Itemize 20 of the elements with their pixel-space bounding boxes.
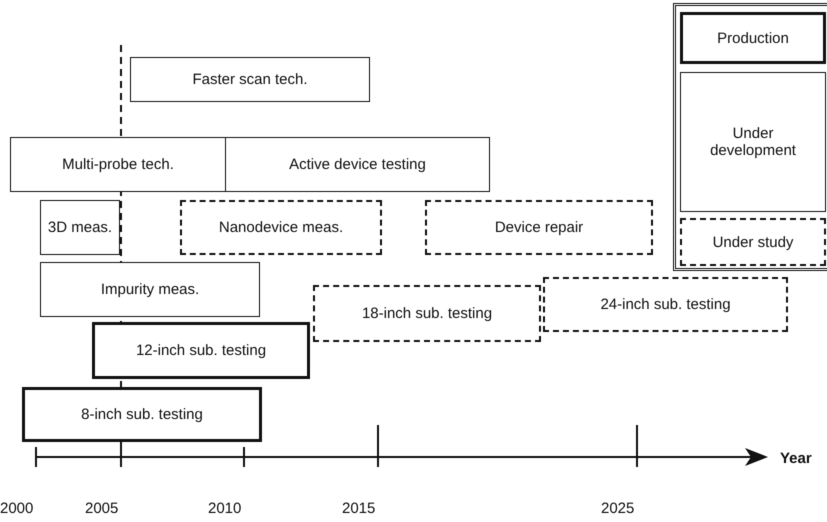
roadmap-box: Nanodevice meas. <box>180 200 382 255</box>
roadmap-box: Device repair <box>425 200 653 255</box>
roadmap-box: 18-inch sub. testing <box>313 285 541 342</box>
year-label: 2010 <box>208 500 242 517</box>
year-label: 2025 <box>601 500 634 517</box>
legend-key: Under study <box>680 218 826 266</box>
roadmap-box: Active device testing <box>225 137 490 192</box>
roadmap-box: Multi-probe tech. <box>10 137 226 192</box>
year-label: 2015 <box>342 500 376 517</box>
legend-key: Production <box>680 12 826 64</box>
year-label: 2000 <box>0 500 34 517</box>
year-label: 2005 <box>85 500 118 517</box>
roadmap-box: 8-inch sub. testing <box>22 387 262 442</box>
legend-key: Under development <box>680 72 826 212</box>
axis-title: Year <box>780 450 812 467</box>
roadmap-box: 12-inch sub. testing <box>92 322 310 379</box>
roadmap-box: 3D meas. <box>40 200 120 255</box>
roadmap-box: 24-inch sub. testing <box>543 277 788 332</box>
roadmap-box: Faster scan tech. <box>130 57 370 102</box>
roadmap-box: Impurity meas. <box>40 262 260 317</box>
